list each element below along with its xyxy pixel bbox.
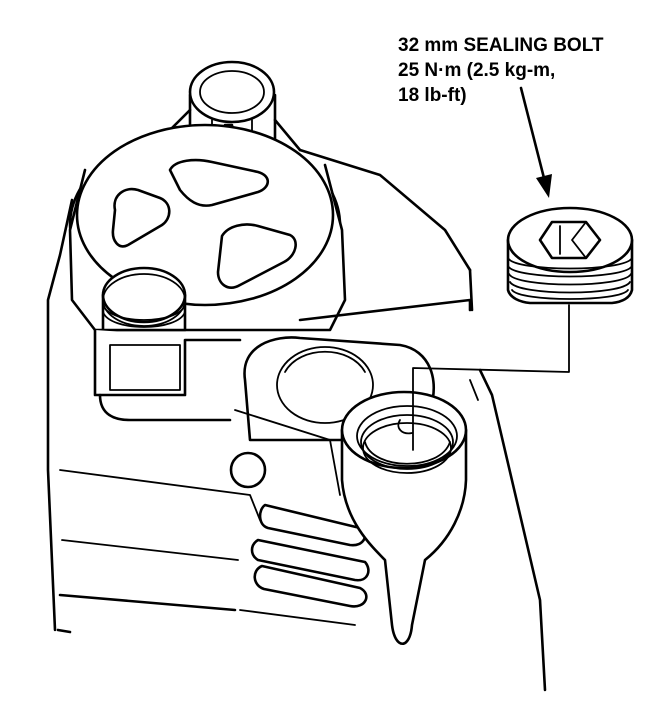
pointer-arrow [519, 86, 552, 198]
callout-line-torque-nm: 25 N·m (2.5 kg-m, [398, 60, 556, 81]
sealing-bolt-label: 32 mm SEALING BOLT 25 N·m (2.5 kg-m, 18 … [398, 33, 658, 108]
boss-bump [229, 451, 267, 489]
callout-line-torque-lbft: 18 lb-ft) [398, 85, 467, 106]
sealing-bolt [506, 206, 634, 305]
callout-line-part: 32 mm SEALING BOLT [398, 35, 604, 56]
threaded-port [340, 390, 468, 645]
left-stud [93, 266, 242, 422]
leader-line [412, 304, 570, 451]
transmission-housing [46, 148, 547, 692]
